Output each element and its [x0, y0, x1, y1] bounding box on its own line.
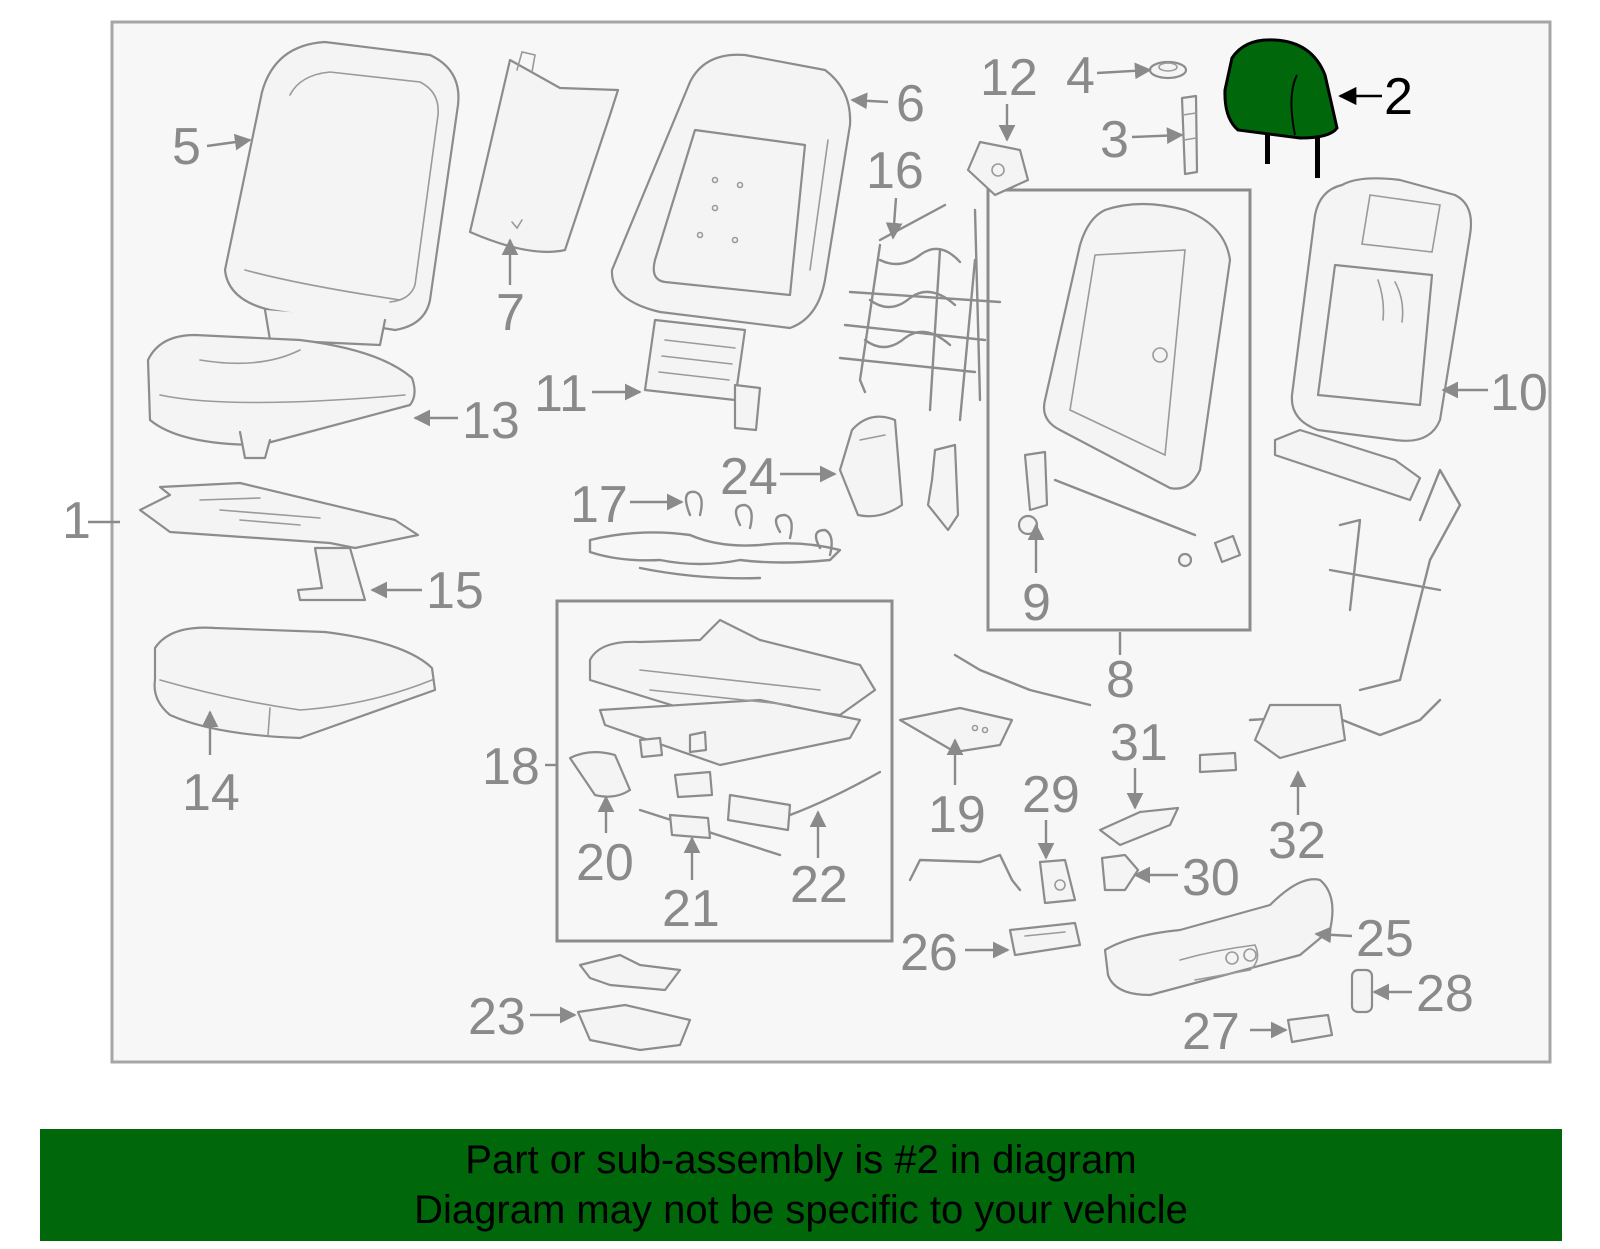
callout-10: 10: [1490, 364, 1548, 422]
callout-29: 29: [1022, 766, 1080, 824]
callout-20: 20: [576, 834, 634, 892]
part-guide-sleeve-3[interactable]: [1180, 94, 1199, 176]
part-knob-28[interactable]: [1350, 968, 1374, 1014]
callout-24: 24: [720, 448, 778, 506]
part-back-frame-8[interactable]: [1017, 202, 1242, 568]
part-clip-12[interactable]: [966, 140, 1030, 197]
callout-26: 26: [900, 924, 958, 982]
part-seat-adjuster-18[interactable]: [568, 618, 882, 857]
part-seatback-cover-5[interactable]: [223, 40, 460, 347]
callout-5: 5: [172, 118, 201, 176]
part-back-trim-10[interactable]: [1290, 177, 1473, 442]
callout-28: 28: [1416, 965, 1474, 1023]
part-back-panel-7[interactable]: [468, 51, 620, 253]
subassembly-box-18: [555, 599, 894, 943]
part-switch-module-26[interactable]: [1008, 921, 1082, 957]
callout-17: 17: [570, 476, 628, 534]
callout-9: 9: [1022, 574, 1051, 632]
part-module-23[interactable]: [576, 953, 692, 1052]
callout-18: 18: [482, 738, 540, 796]
callout-3: 3: [1100, 111, 1129, 169]
callout-2: 2: [1384, 68, 1413, 126]
part-wire-harness-misc: [908, 853, 1022, 892]
callout-labels: 1 2 3 4 5 6 7 8 9 10 11 12 13 14 15 16 1…: [62, 47, 1548, 1061]
footer-note-disclaimer: Diagram may not be specific to your vehi…: [414, 1188, 1188, 1232]
callout-32: 32: [1268, 812, 1326, 870]
part-cushion-springs-17[interactable]: [588, 490, 842, 580]
callout-23: 23: [468, 988, 526, 1046]
callout-27: 27: [1182, 1003, 1240, 1061]
subassembly-box-8: [986, 188, 1252, 632]
callout-25: 25: [1356, 910, 1414, 968]
part-side-shield-24[interactable]: [838, 415, 904, 518]
part-side-trim-25[interactable]: [1103, 878, 1334, 997]
callout-14: 14: [182, 764, 240, 822]
callout-15: 15: [426, 562, 484, 620]
part-lower-bracket: [1273, 428, 1422, 502]
part-bracket-15[interactable]: [296, 546, 367, 602]
footer-note-part: Part or sub-assembly is #2 in diagram: [465, 1138, 1137, 1182]
part-cushion-cover-14[interactable]: [153, 626, 437, 740]
part-seatback-pad-6[interactable]: [610, 53, 852, 330]
callout-19: 19: [928, 786, 986, 844]
part-knob-30[interactable]: [1100, 853, 1140, 892]
part-bracket-misc: [926, 443, 960, 532]
callout-12: 12: [980, 49, 1038, 107]
callout-7: 7: [496, 284, 525, 342]
callout-22: 22: [790, 856, 848, 914]
callout-30: 30: [1182, 849, 1240, 907]
callout-13: 13: [462, 392, 520, 450]
part-cushion-pad-13[interactable]: [146, 333, 416, 460]
part-lumbar-module-11[interactable]: [643, 318, 762, 432]
callout-21: 21: [662, 880, 720, 938]
part-washer-4[interactable]: [1148, 60, 1188, 80]
part-cover-31[interactable]: [1098, 806, 1180, 847]
callout-6: 6: [896, 75, 925, 133]
callout-16: 16: [866, 142, 924, 200]
callout-1: 1: [62, 492, 91, 550]
callout-31: 31: [1110, 714, 1168, 772]
callout-8: 8: [1106, 651, 1135, 709]
part-wire-harness-32[interactable]: [1198, 468, 1462, 774]
part-switch-29[interactable]: [1038, 858, 1077, 905]
part-cushion-frame-1[interactable]: [138, 481, 420, 550]
part-knob-27[interactable]: [1286, 1013, 1334, 1044]
footer-banner: Part or sub-assembly is #2 in diagram Di…: [40, 1129, 1562, 1241]
callout-11: 11: [534, 365, 588, 423]
part-headrest-2[interactable]: [1223, 38, 1339, 178]
leader-lines: [88, 62, 1488, 1039]
part-trim-19[interactable]: [898, 653, 1092, 754]
part-spring-mat-16[interactable]: [838, 203, 1002, 422]
callout-4: 4: [1066, 47, 1095, 105]
